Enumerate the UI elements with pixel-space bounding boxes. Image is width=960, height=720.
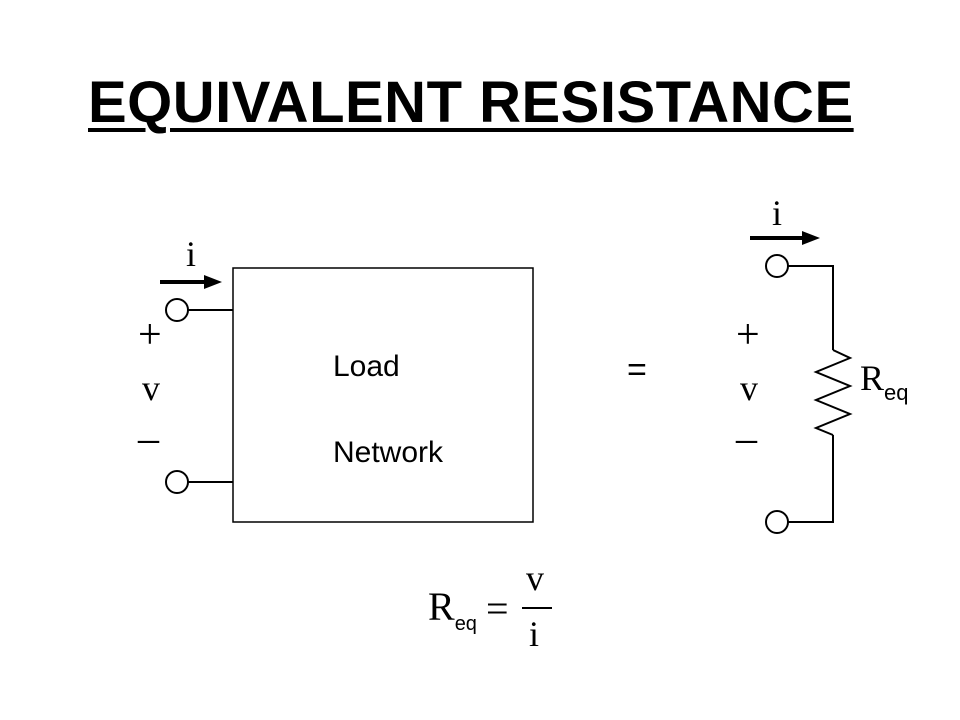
right-current-label: i	[772, 193, 782, 233]
equivalent-circuit	[750, 231, 853, 534]
left-current-label: i	[186, 234, 196, 274]
bottom-terminal-icon	[765, 510, 789, 534]
bottom-terminal-icon	[165, 470, 189, 494]
left-minus-sign: –	[137, 416, 160, 462]
right-plus-sign: +	[736, 312, 760, 358]
top-terminal-icon	[165, 298, 189, 322]
box-label-network: Network	[333, 436, 444, 469]
resistor-label-subscript: eq	[884, 380, 908, 405]
formula-equals: =	[486, 586, 509, 631]
current-arrow-icon	[204, 275, 222, 289]
current-arrow-icon	[802, 231, 820, 245]
load-network-circuit	[160, 267, 534, 523]
formula-lhs-subscript: eq	[455, 613, 477, 635]
right-minus-sign: –	[735, 416, 758, 462]
load-network-box	[232, 267, 534, 523]
resistor-icon	[813, 349, 853, 436]
left-voltage-label: v	[142, 368, 160, 408]
resistor-label: Req	[860, 358, 909, 405]
formula-numerator: v	[526, 558, 544, 598]
bottom-wire	[788, 435, 834, 523]
formula-lhs: Req	[428, 584, 477, 635]
right-voltage-label: v	[740, 368, 758, 408]
equivalent-resistance-formula: Req = v i	[428, 558, 552, 654]
top-wire	[788, 265, 834, 350]
page-title: EQUIVALENT RESISTANCE	[88, 70, 854, 135]
resistor-label-symbol: R	[860, 358, 884, 398]
box-label-load: Load	[333, 350, 400, 383]
top-terminal-icon	[765, 254, 789, 278]
formula-denominator: i	[529, 614, 539, 654]
equals-sign: =	[627, 351, 647, 389]
left-plus-sign: +	[138, 312, 162, 358]
formula-lhs-symbol: R	[428, 584, 455, 629]
